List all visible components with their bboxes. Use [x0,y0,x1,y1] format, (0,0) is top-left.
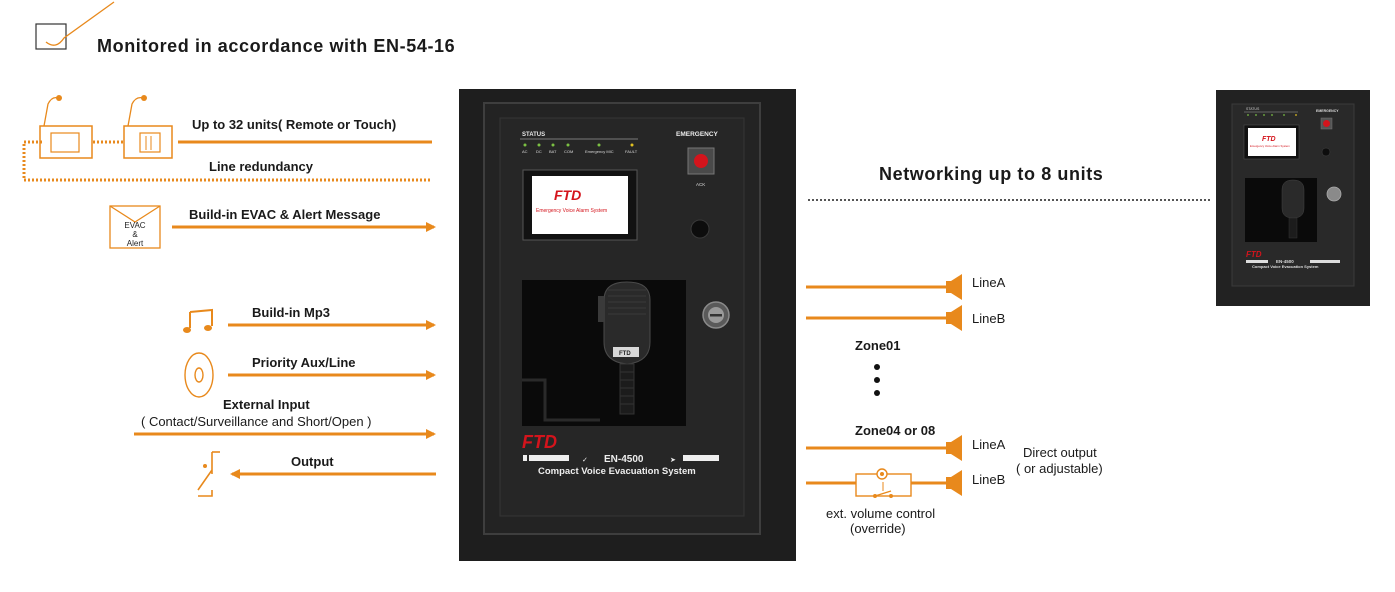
ack-label: ACK [696,182,705,187]
small-screen-brand: FTD [1262,136,1276,143]
small-panel-model: EN-4500 [1276,259,1294,264]
handheld-microphone-icon[interactable]: FTD [598,281,651,415]
small-panel-product-name: Compact Voice Evacuation System [1252,264,1319,269]
envelope-line-2: & [132,230,138,239]
screen-brand: FTD [554,187,581,203]
volume-control-sublabel: (override) [850,521,906,536]
evac-alert-label: Build-in EVAC & Alert Message [189,207,381,222]
status-label: STATUS [522,132,545,138]
networked-panel: STATUS EMERGENCY FTD Emergency Voice Ala… [1216,90,1370,306]
display-screen [532,176,628,234]
external-input-label: External Input [223,397,310,412]
key-lock-icon[interactable] [702,301,730,329]
mic-label: FTD [619,351,631,357]
zone-ellipsis [874,364,880,396]
svg-text:✓: ✓ [582,457,588,464]
speaker-icon [946,470,962,496]
zone04-linea-label: LineA [972,437,1006,452]
remote-units-label: Up to 32 units( Remote or Touch) [192,117,397,132]
main-control-panel: STATUS AC DC BAT COM Emergency MIC FAULT… [459,89,796,561]
line-redundancy-label: Line redundancy [209,159,314,174]
zone04-label: Zone04 or 08 [855,423,936,438]
speaker-icon [946,435,962,461]
zone04-lineb-label: LineB [972,472,1006,487]
networking-label: Networking up to 8 units [879,164,1104,184]
panel-brand: FTD [522,432,557,452]
led-bat: BAT [549,149,557,154]
small-status-label: STATUS [1246,107,1260,111]
direct-output-sublabel: ( or adjustable) [1016,461,1103,476]
envelope-line-3: Alert [127,239,144,248]
touch-station-icon [123,95,173,159]
led-fault: FAULT [625,149,638,154]
contact-switch-icon [197,451,220,497]
page-title: Monitored in accordance with EN-54-16 [97,36,456,56]
panel-product-name: Compact Voice Evacuation System [538,466,696,477]
small-panel-brand: FTD [1246,250,1262,259]
speaker-icon [946,305,962,331]
mp3-label: Build-in Mp3 [252,305,330,320]
message-envelope-icon: EVAC & Alert [109,205,161,249]
led-com: COM [564,149,573,154]
output-label: Output [291,454,334,469]
volume-control-icon [855,468,912,498]
emergency-label: EMERGENCY [676,131,719,138]
zone01-lineb-label: LineB [972,311,1006,326]
remote-station-icon [39,95,93,159]
external-input-sublabel: ( Contact/Surveillance and Short/Open ) [141,414,372,429]
speaker-icon [946,274,962,300]
small-screen-subtitle: Emergency Voice Alarm System [1250,144,1290,148]
ack-knob[interactable] [690,219,710,239]
small-emergency-label: EMERGENCY [1316,109,1339,113]
model-bar: ✓ ➤ [523,455,719,464]
line-redundancy-loop [22,140,432,182]
music-note-icon [183,308,213,333]
led-dc: DC [536,149,542,154]
emergency-button[interactable] [694,154,708,168]
monitor-checkbox-icon [35,1,115,50]
direct-output-label: Direct output [1023,445,1097,460]
status-led-row: AC DC BAT COM Emergency MIC FAULT [522,143,638,154]
disc-icon [184,352,214,398]
screen-subtitle: Emergency Voice Alarm System [536,208,607,214]
panel-model: EN-4500 [604,454,644,465]
envelope-line-1: EVAC [124,221,145,230]
volume-control-label: ext. volume control [826,506,936,521]
led-ac: AC [522,149,528,154]
zone01-label: Zone01 [855,338,901,353]
priority-aux-label: Priority Aux/Line [252,355,356,370]
led-emergency-mic: Emergency MIC [585,149,614,154]
zone-output-lines [806,285,946,485]
svg-text:➤: ➤ [670,457,676,464]
zone01-linea-label: LineA [972,275,1006,290]
